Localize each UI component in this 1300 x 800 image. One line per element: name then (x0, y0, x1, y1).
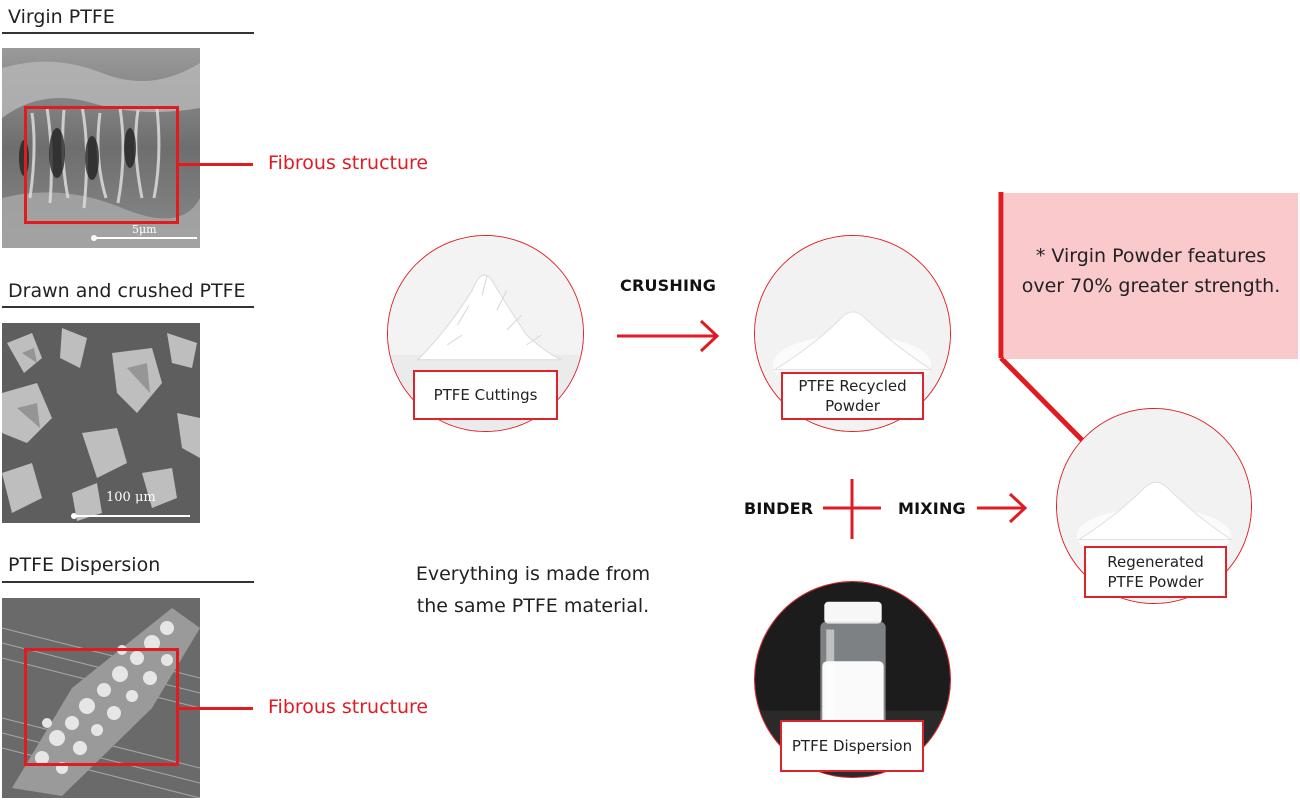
section-title-drawn-crushed: Drawn and crushed PTFE (8, 280, 246, 302)
mixing-label: MIXING (898, 499, 966, 518)
sem-image-drawn-crushed: 100 μm (2, 323, 200, 523)
caption-line: PTFE Powder (1107, 573, 1204, 591)
section-divider (2, 32, 254, 34)
plus-icon (823, 479, 881, 539)
binder-label: BINDER (744, 499, 814, 518)
scale-text-drawn: 100 μm (106, 490, 156, 505)
callout-line-dispersion (179, 707, 253, 710)
arrow-right-icon (977, 492, 1028, 524)
fibrous-structure-label-2: Fibrous structure (268, 696, 429, 718)
section-title-ptfe-dispersion: PTFE Dispersion (8, 554, 161, 576)
fibrous-structure-label-1: Fibrous structure (268, 152, 429, 174)
highlight-box-virgin (24, 106, 179, 224)
ptfe-recycled-powder-caption: PTFE Recycled Powder (781, 372, 924, 420)
ptfe-dispersion-caption: PTFE Dispersion (780, 720, 924, 772)
caption-line: PTFE Recycled (798, 377, 907, 395)
middle-text: Everything is made from the same PTFE ma… (393, 558, 673, 622)
caption-line: Powder (825, 397, 880, 415)
scale-text-virgin: 5μm (132, 223, 157, 236)
note-callout-line (998, 192, 1084, 442)
section-title-virgin-ptfe: Virgin PTFE (8, 6, 115, 28)
sem-image-virgin-ptfe: 5μm (2, 48, 200, 248)
highlight-box-dispersion (24, 648, 179, 766)
arrow-right-icon (617, 319, 720, 353)
middle-text-line: the same PTFE material. (416, 595, 650, 617)
note-box: * Virgin Powder features over 70% greate… (1004, 193, 1298, 359)
caption-line: Regenerated (1107, 553, 1204, 571)
section-divider (2, 306, 254, 308)
note-line: * Virgin Powder features (1035, 245, 1267, 267)
callout-line-virgin (179, 163, 253, 166)
ptfe-cuttings-caption: PTFE Cuttings (413, 370, 558, 420)
middle-text-line: Everything is made from (415, 563, 651, 585)
section-divider (2, 581, 254, 583)
regenerated-ptfe-powder-caption: Regenerated PTFE Powder (1084, 546, 1227, 598)
note-line: over 70% greater strength. (1021, 275, 1281, 297)
crushing-label: CRUSHING (620, 276, 717, 295)
